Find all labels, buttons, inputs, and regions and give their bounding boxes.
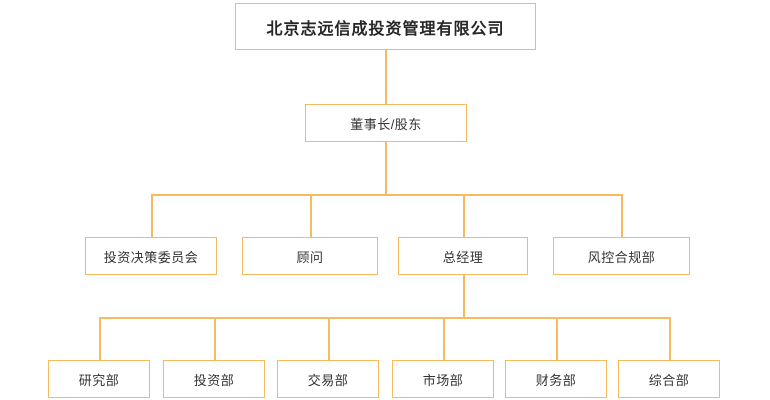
connector-drop-general-manager xyxy=(463,194,465,237)
node-advisor: 顾问 xyxy=(242,237,378,275)
node-trading-dept-label: 交易部 xyxy=(307,372,349,388)
node-finance-dept: 财务部 xyxy=(505,360,607,398)
node-risk-compliance-dept-label: 风控合规部 xyxy=(587,249,656,265)
connector-drop-finance-dept xyxy=(556,317,558,360)
connector-chairman-down xyxy=(385,142,387,194)
connector-drop-committee xyxy=(151,194,153,237)
connector-drop-investment-dept xyxy=(214,317,216,360)
connector-rail-level4 xyxy=(99,317,670,319)
node-marketing-dept-label: 市场部 xyxy=(422,372,464,388)
connector-drop-marketing-dept xyxy=(443,317,445,360)
connector-drop-risk-compliance xyxy=(621,194,623,237)
connector-drop-trading-dept xyxy=(328,317,330,360)
node-general-manager-label: 总经理 xyxy=(442,249,484,265)
node-investment-dept-label: 投资部 xyxy=(193,372,235,388)
node-investment-decision-committee: 投资决策委员会 xyxy=(85,237,217,275)
node-chairman-shareholders-label: 董事长/股东 xyxy=(350,116,422,132)
node-advisor-label: 顾问 xyxy=(296,249,324,265)
node-research-dept: 研究部 xyxy=(48,360,150,398)
connector-rail-level3 xyxy=(151,194,622,196)
node-company-label: 北京志远信成投资管理有限公司 xyxy=(266,20,505,38)
node-investment-decision-committee-label: 投资决策委员会 xyxy=(103,249,199,265)
connector-company-to-chairman xyxy=(385,50,387,104)
node-marketing-dept: 市场部 xyxy=(392,360,494,398)
node-trading-dept: 交易部 xyxy=(277,360,379,398)
node-finance-dept-label: 财务部 xyxy=(535,372,577,388)
node-risk-compliance-dept: 风控合规部 xyxy=(553,237,690,275)
connector-drop-advisor xyxy=(310,194,312,237)
connector-general-manager-down xyxy=(463,275,465,317)
node-company: 北京志远信成投资管理有限公司 xyxy=(235,3,536,50)
node-investment-dept: 投资部 xyxy=(163,360,265,398)
connector-drop-research-dept xyxy=(99,317,101,360)
node-research-dept-label: 研究部 xyxy=(78,372,120,388)
node-general-affairs-dept: 综合部 xyxy=(618,360,720,398)
node-general-manager: 总经理 xyxy=(398,237,528,275)
node-general-affairs-dept-label: 综合部 xyxy=(648,372,690,388)
node-chairman-shareholders: 董事长/股东 xyxy=(305,104,467,142)
connector-drop-general-affairs-dept xyxy=(669,317,671,360)
